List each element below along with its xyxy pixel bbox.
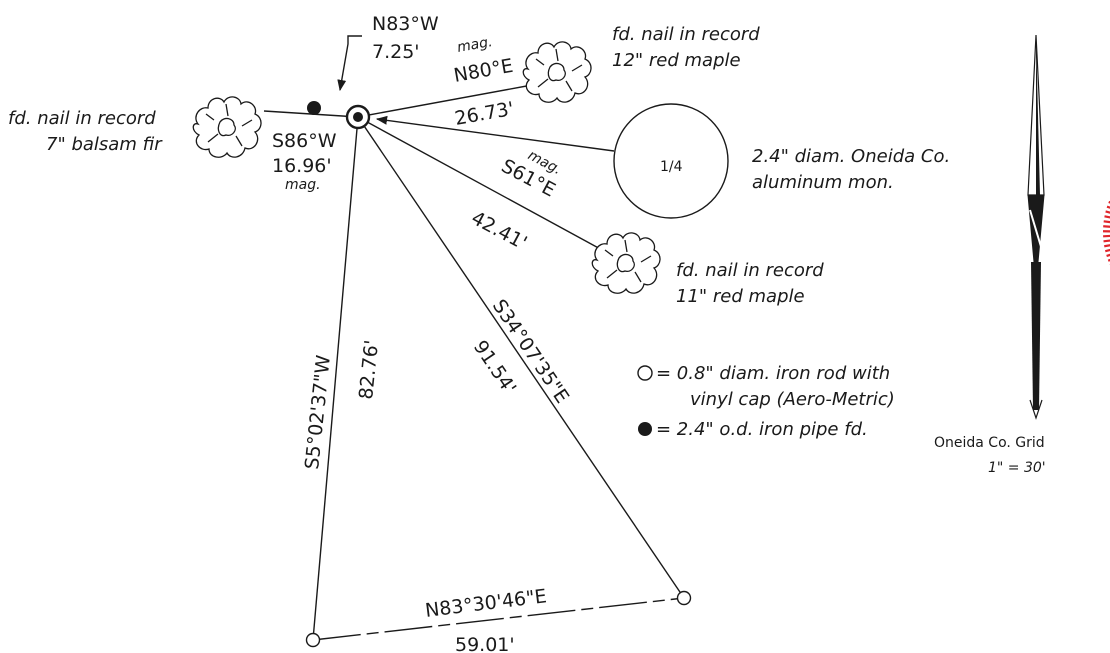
compass-tick: [1105, 210, 1110, 214]
label-n83w-dist: 7.25': [372, 41, 420, 63]
label-n83-30-dist: 59.01': [455, 634, 515, 653]
legend-filled-line1: = 2.4" o.d. iron pipe fd.: [656, 419, 868, 440]
note-fir-line1: fd. nail in record: [8, 108, 156, 129]
label-s5-bearing: S5°02'37"W: [301, 354, 335, 471]
label-s86w-dist: 16.96': [272, 155, 332, 177]
compass-tick: [1103, 239, 1110, 243]
legend-filled-pipe-icon: [638, 422, 652, 436]
line-s5-02-37-w: [312, 116, 359, 641]
iron-rod-sw: [305, 632, 321, 648]
legend-open-rod-icon: [637, 365, 653, 381]
note-fir-line2: 7" balsam fir: [46, 134, 163, 155]
main-corner-point: [345, 104, 371, 130]
line-s34-07-35-e: [357, 116, 685, 599]
compass-ticks: [1102, 200, 1110, 266]
north-arrow-icon: [1027, 34, 1045, 420]
label-s86w-mag: mag.: [285, 177, 321, 193]
n83w-leader: [337, 35, 362, 92]
compass-tick: [1103, 220, 1110, 224]
compass-tick: [1106, 253, 1110, 258]
label-n83-30-bearing: N83°30'46"E: [424, 585, 548, 622]
legend-open-line2: vinyl cap (Aero-Metric): [690, 389, 895, 410]
compass-tick: [1103, 225, 1110, 228]
compass-tick: [1104, 215, 1110, 219]
north-grid-label: Oneida Co. Grid: [934, 435, 1045, 451]
tree-red-maple-11-icon: [591, 232, 661, 294]
iron-pipe-point: [307, 101, 321, 115]
line-to-monument: [375, 115, 615, 152]
line-n83-30-46-e: [312, 597, 685, 641]
note-maple12-line2: 12" red maple: [612, 50, 741, 71]
note-mon-line1: 2.4" diam. Oneida Co.: [752, 146, 950, 167]
line-s61e: [357, 116, 605, 252]
note-maple11-line2: 11" red maple: [676, 286, 805, 307]
north-scale: 1" = 30': [988, 460, 1046, 476]
compass-tick: [1104, 244, 1110, 248]
line-n80e: [357, 84, 533, 118]
aluminum-monument: [613, 103, 729, 219]
iron-rod-se: [676, 590, 692, 606]
compass-tick: [1103, 234, 1110, 238]
tree-red-maple-12-icon: [522, 41, 592, 103]
label-n80e-dist: 26.73': [453, 98, 516, 130]
compass-tick: [1106, 205, 1110, 209]
note-maple12-line1: fd. nail in record: [612, 24, 760, 45]
legend-open-line1: = 0.8" diam. iron rod with: [656, 363, 890, 384]
label-n80e-mag: mag.: [456, 34, 494, 56]
label-s5-dist: 82.76': [355, 339, 383, 401]
note-mon-line2: aluminum mon.: [752, 172, 894, 193]
label-s61e-dist: 42.41': [468, 207, 531, 254]
legend: = 0.8" diam. iron rod with vinyl cap (Ae…: [637, 363, 895, 440]
note-maple11-line1: fd. nail in record: [676, 260, 824, 281]
compass-tick: [1105, 248, 1110, 253]
label-n83w-bearing: N83°W: [372, 13, 439, 35]
monument-label: 1/4: [660, 159, 683, 175]
label-n80e-bearing: N80°E: [452, 55, 515, 87]
label-s86w-bearing: S86°W: [272, 130, 337, 152]
tree-balsam-fir-icon: [192, 96, 262, 158]
